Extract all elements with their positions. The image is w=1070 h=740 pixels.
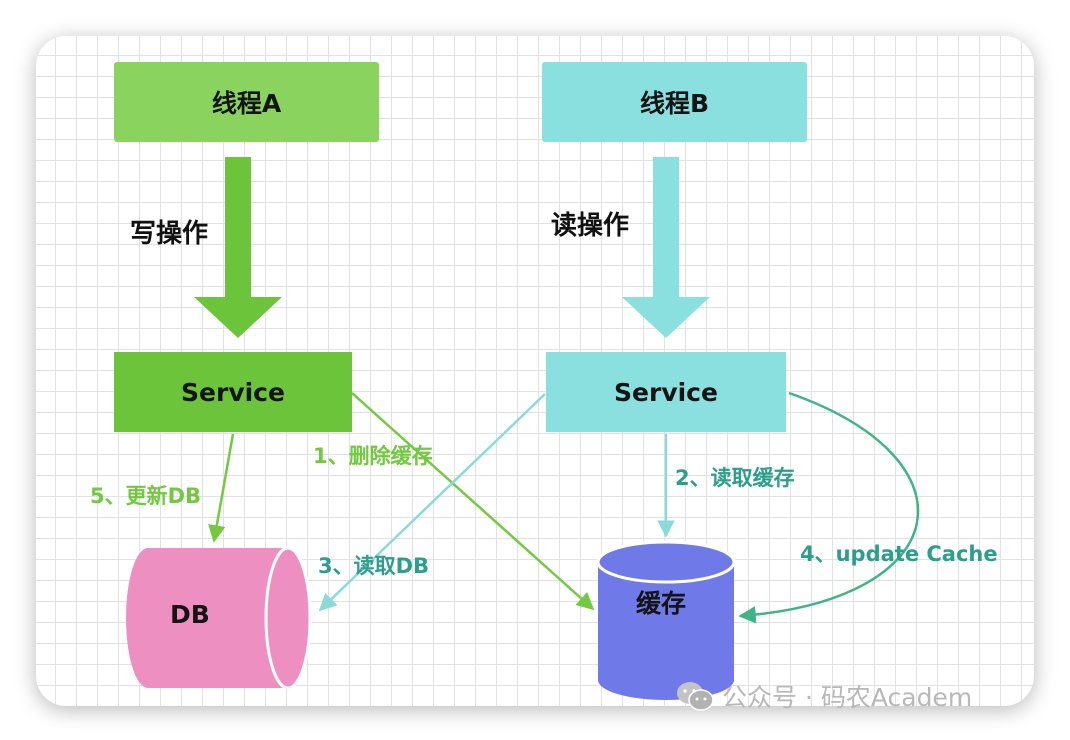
read-block-arrow xyxy=(622,157,710,338)
arrow-step1 xyxy=(351,392,595,611)
write-op-label: 写操作 xyxy=(130,219,209,249)
wechat-icon xyxy=(677,682,714,711)
db-cylinder-shape xyxy=(126,546,312,690)
step4-label: 4、update Cache xyxy=(800,542,998,566)
step1-label: 1、删除缓存 xyxy=(313,444,433,468)
thread-b-box: 线程B xyxy=(542,62,807,142)
db-label: DB xyxy=(170,600,210,629)
read-op-label: 读操作 xyxy=(551,211,630,241)
arrow-step5 xyxy=(208,433,235,543)
write-block-arrow xyxy=(194,157,282,338)
step3-label: 3、读取DB xyxy=(318,554,430,578)
step5-label: 5、更新DB xyxy=(90,484,202,508)
service-a-box: Service xyxy=(114,352,352,432)
thread-b-label: 线程B xyxy=(639,89,710,118)
arrow-step3 xyxy=(318,393,546,612)
service-b-label: Service xyxy=(614,377,718,407)
step2-label: 2、读取缓存 xyxy=(675,466,795,490)
arrow-step4 xyxy=(738,391,920,624)
watermark: 公众号 · 码农Academ xyxy=(676,676,1034,716)
service-b-box: Service xyxy=(546,352,786,432)
thread-a-label: 线程A xyxy=(211,89,282,118)
service-a-label: Service xyxy=(181,377,285,407)
thread-a-box: 线程A xyxy=(114,62,379,142)
cache-cylinder-shape xyxy=(596,540,736,700)
watermark-text: 公众号 · 码农Academ xyxy=(722,683,973,712)
cache-label: 缓存 xyxy=(636,589,687,618)
